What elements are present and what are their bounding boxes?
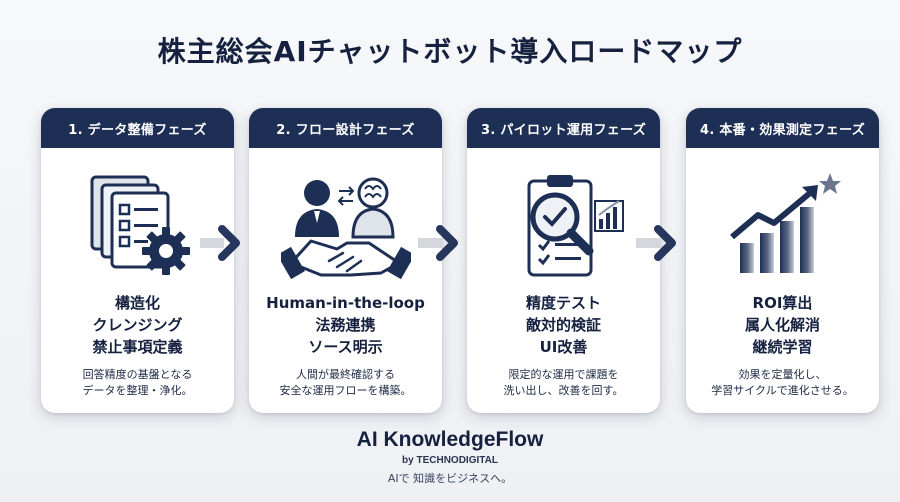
description-line: 洗い出し、改善を回す。	[503, 384, 624, 397]
keyword: 属人化解消	[744, 316, 820, 334]
description-line: 回答精度の基盤となる	[82, 368, 193, 381]
phase-description: 回答精度の基盤となる データを整理・浄化。	[41, 367, 234, 399]
keyword: 禁止事項定義	[92, 338, 183, 356]
keyword: ROI算出	[752, 294, 813, 312]
keyword: ソース明示	[308, 338, 383, 356]
phase-description: 効果を定量化し、 学習サイクルで進化させる。	[686, 367, 879, 399]
phase-card-4: 4. 本番・効果測定フェーズ ROI算出 属人化解消 継続学習 効果を定量化し、	[686, 108, 879, 413]
page-title: 株主総会AIチャットボット導入ロードマップ	[157, 35, 743, 68]
phase-header: 3. パイロット運用フェーズ	[467, 108, 660, 148]
arrow-right-icon	[418, 225, 458, 261]
checklist-magnifier-icon	[467, 166, 660, 286]
keyword: UI改善	[539, 338, 588, 356]
description-line: 効果を定量化し、	[738, 368, 827, 381]
brand-byline: by TECHNODIGITAL	[402, 455, 498, 466]
description-line: 限定的な運用で課題を	[508, 368, 619, 381]
keyword: クレンジング	[92, 316, 183, 334]
keyword: 継続学習	[752, 338, 813, 356]
phase-card-2: 2. フロー設計フェーズ Human-in-the-loop 法務連携 ソース明…	[249, 108, 442, 413]
phase-keywords: 構造化 クレンジング 禁止事項定義	[41, 292, 234, 358]
brand-tagline: AIで 知識をビジネスへ。	[387, 472, 513, 485]
phase-card-1: 1. データ整備フェーズ	[41, 108, 234, 413]
growth-chart-icon	[686, 166, 879, 286]
documents-gear-icon	[41, 166, 234, 286]
phase-header: 2. フロー設計フェーズ	[249, 108, 442, 148]
arrow-right-icon	[636, 225, 676, 261]
description-line: データを整理・浄化。	[82, 384, 193, 397]
description-line: 人間が最終確認する	[296, 368, 395, 381]
brand-footer: AI KnowledgeFlow by TECHNODIGITAL AIで 知識…	[0, 428, 900, 486]
description-line: 安全な運用フローを構築。	[279, 384, 412, 397]
keyword: 法務連携	[315, 316, 376, 334]
keyword: 構造化	[114, 294, 160, 312]
phase-description: 限定的な運用で課題を 洗い出し、改善を回す。	[467, 367, 660, 399]
keyword: Human-in-the-loop	[266, 294, 425, 312]
arrow-right-icon	[200, 225, 240, 261]
keyword: 敵対的検証	[525, 316, 601, 334]
description-line: 学習サイクルで進化させる。	[711, 384, 854, 397]
phase-description: 人間が最終確認する 安全な運用フローを構築。	[249, 367, 442, 399]
keyword: 精度テスト	[525, 294, 601, 312]
phase-keywords: Human-in-the-loop 法務連携 ソース明示	[249, 292, 442, 358]
phase-card-3: 3. パイロット運用フェーズ 精度テスト 敵対的検証 UI改善 限定的な運用で課…	[467, 108, 660, 413]
phase-keywords: ROI算出 属人化解消 継続学習	[686, 292, 879, 358]
brand-name: AI KnowledgeFlow	[356, 428, 544, 451]
phase-keywords: 精度テスト 敵対的検証 UI改善	[467, 292, 660, 358]
phase-header: 1. データ整備フェーズ	[41, 108, 234, 148]
phase-header: 4. 本番・効果測定フェーズ	[686, 108, 879, 148]
human-ai-handshake-icon	[249, 166, 442, 286]
